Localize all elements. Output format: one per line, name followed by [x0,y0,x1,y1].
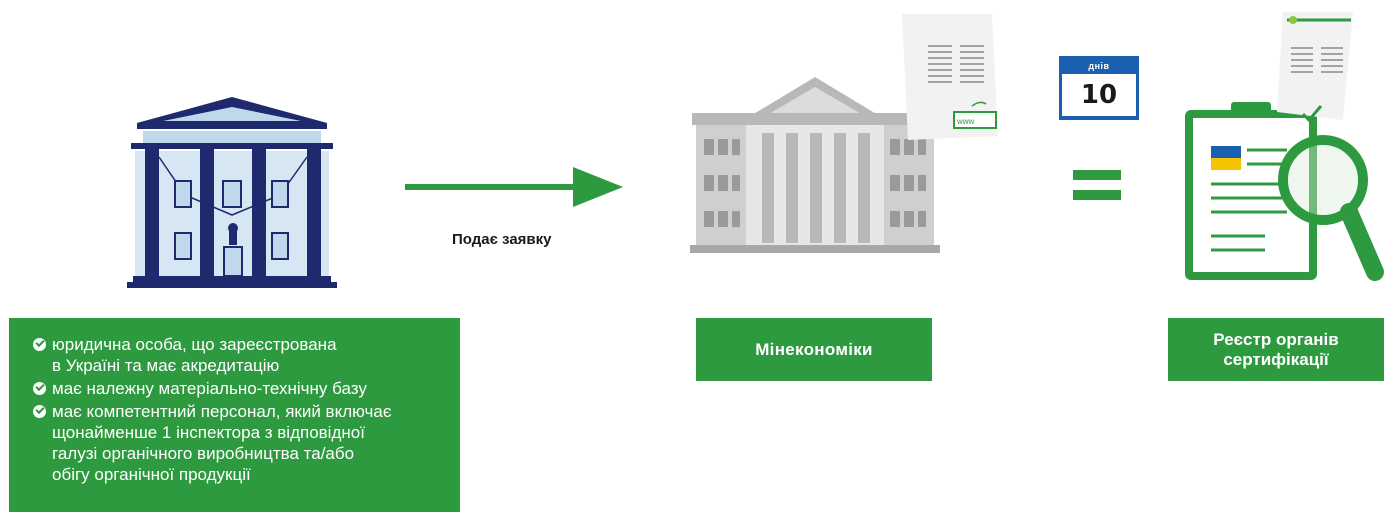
criteria-item: має компетентний персонал, який включає … [33,401,460,485]
criteria-item: має належну матеріально-технічну базу [33,378,460,399]
application-document-icon: www [902,14,998,140]
check-circle-icon [33,338,46,351]
check-circle-icon [33,405,46,418]
registry-box: Реєстр органів сертифікації [1168,318,1384,381]
calendar-number: 10 [1080,80,1118,110]
www-text: www [956,117,975,126]
ministry-building-icon [690,77,940,253]
arrow-right-icon [405,167,623,207]
criteria-list: юридична особа, що зареєстрована в Украї… [9,318,460,485]
calendar-icon: днів 10 [1059,56,1139,120]
arrow-label: Подає заявку [452,231,552,248]
applicant-building-icon [127,97,337,288]
equals-icon [1073,170,1121,200]
ministry-box: Мінекономіки [696,318,932,381]
check-circle-icon [33,382,46,395]
criteria-text: юридична особа, що зареєстрована в Украї… [52,335,337,375]
criteria-text: має належну матеріально-технічну базу [52,379,367,398]
calendar-frame [1059,56,1139,120]
criteria-text: має компетентний персонал, який включає … [52,402,392,484]
calendar-label: днів [1088,61,1110,71]
criteria-item: юридична особа, що зареєстрована в Украї… [33,334,460,376]
registry-clipboard-icon [1185,12,1384,281]
criteria-box: юридична особа, що зареєстрована в Украї… [9,318,460,512]
